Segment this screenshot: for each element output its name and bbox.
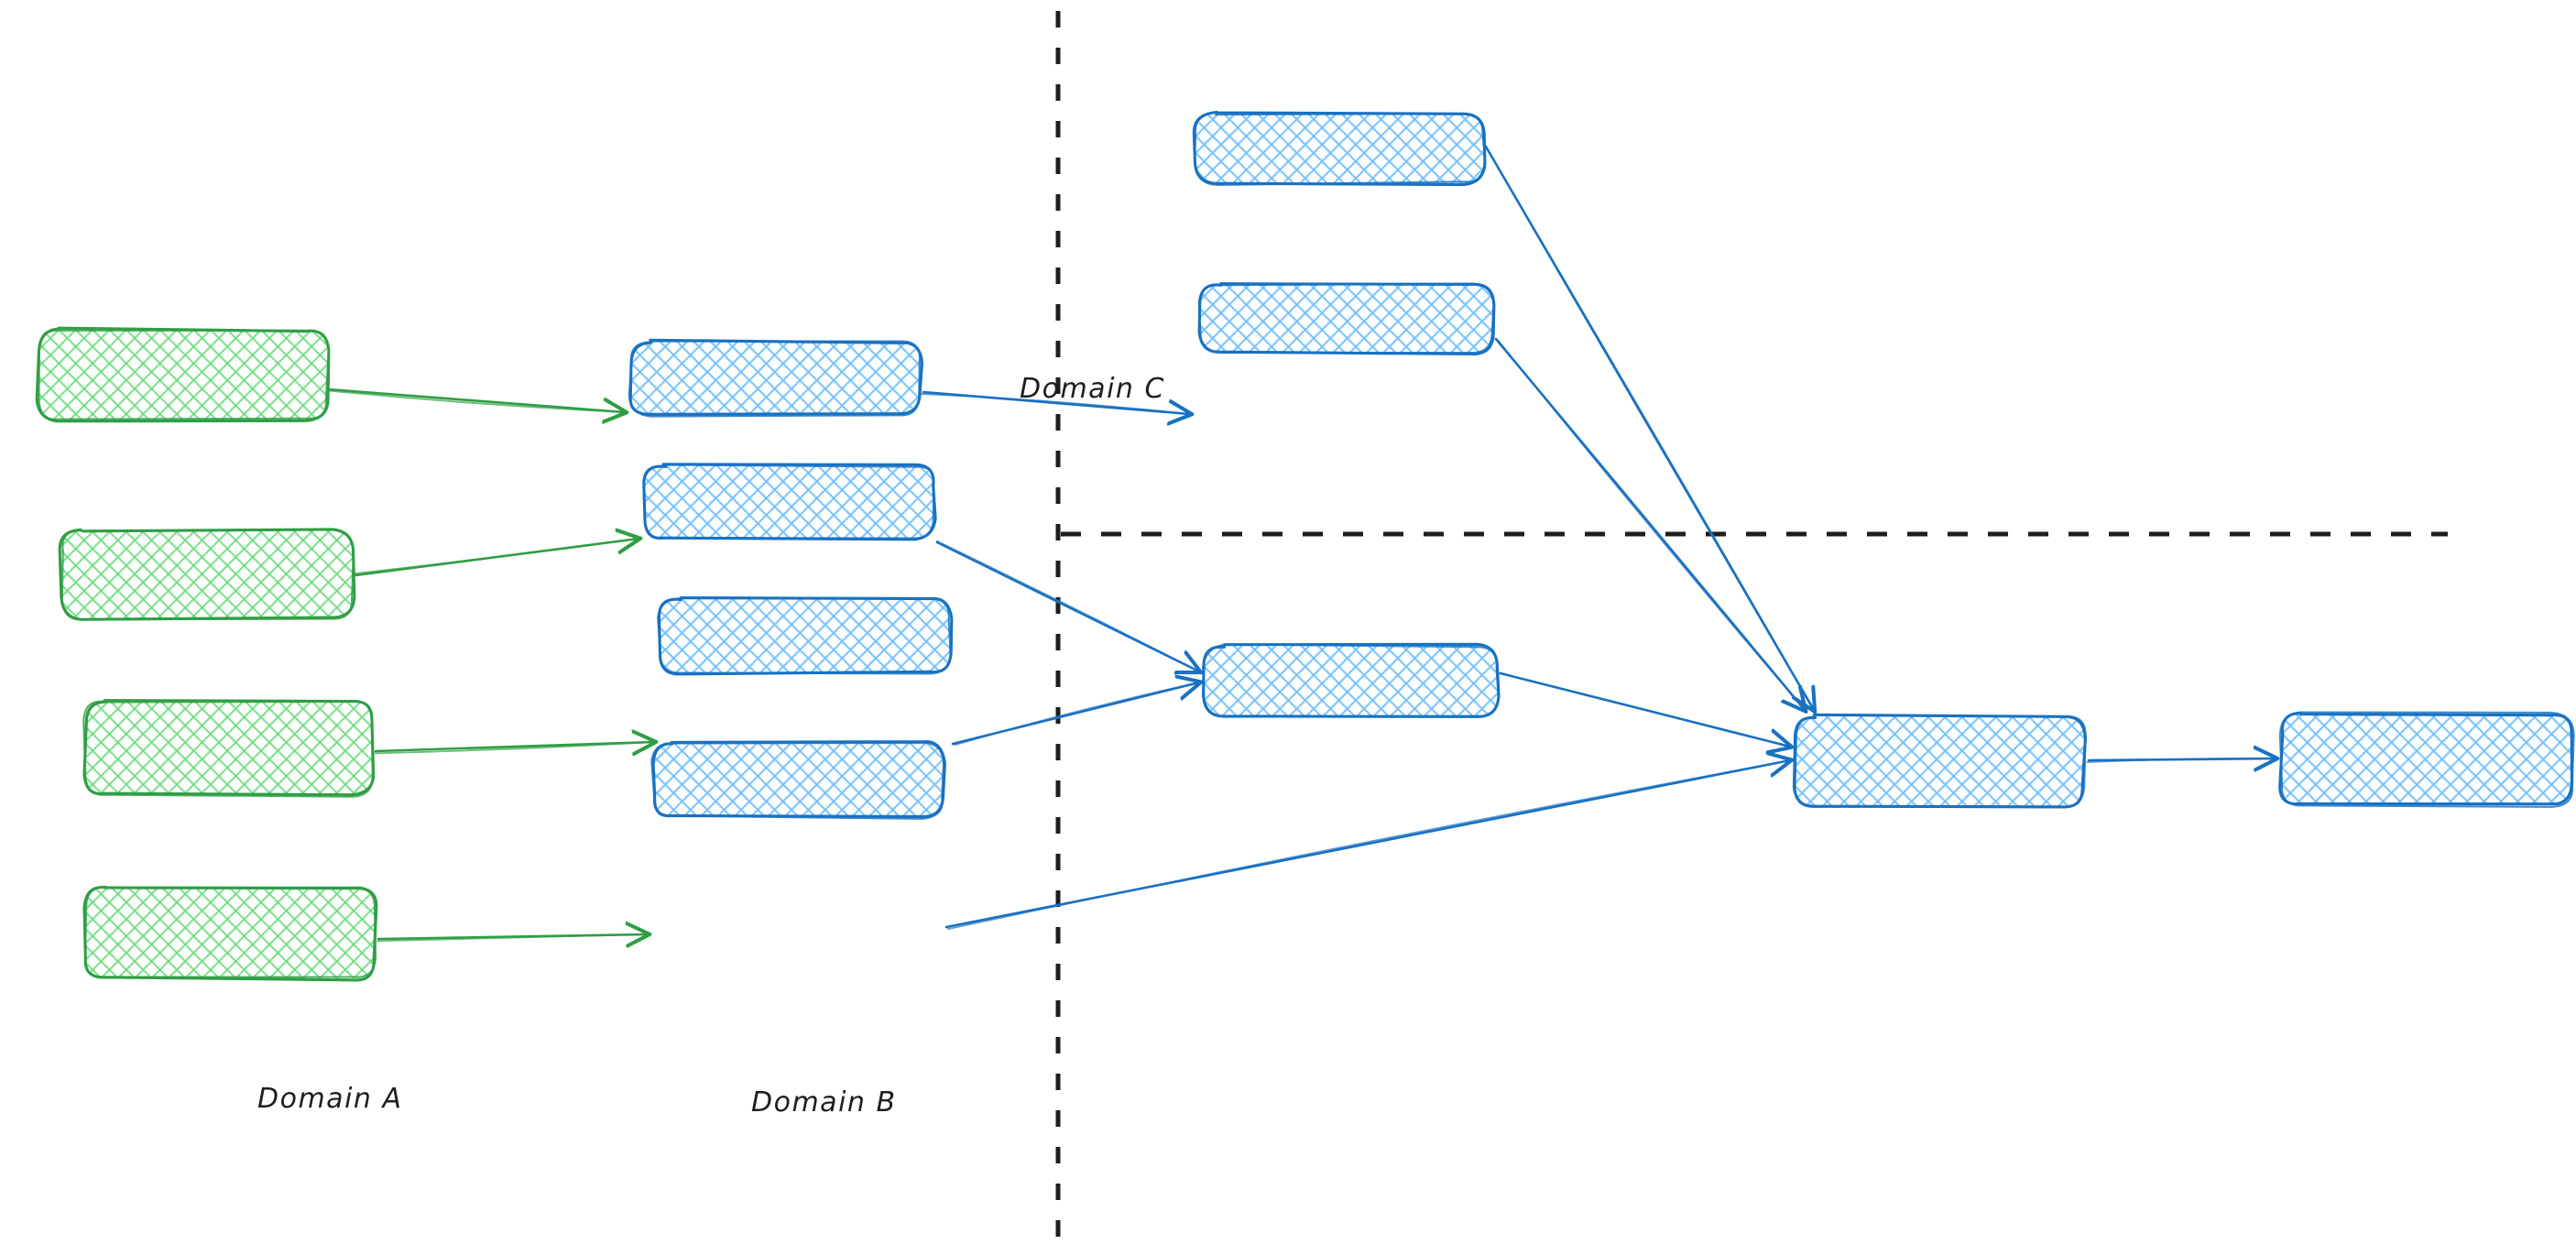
node-fill (653, 742, 944, 817)
node-fill (2281, 714, 2572, 805)
node-outline (83, 885, 377, 978)
node-outline (1202, 643, 1500, 718)
node-outline (1197, 282, 1495, 355)
edge-arrow[interactable] (374, 741, 655, 755)
node-blue-box[interactable] (1192, 110, 1487, 187)
node-fill (85, 701, 372, 795)
node-green-box[interactable] (82, 885, 378, 982)
node-green-box[interactable] (82, 699, 376, 798)
edge-line (326, 387, 625, 412)
node-outline (642, 464, 935, 540)
domain-label-b: Domain B (751, 1086, 897, 1119)
node-outline (2278, 711, 2575, 808)
node-outline (650, 741, 944, 820)
node-fill (1200, 284, 1493, 354)
edge-line (935, 540, 1200, 672)
node-blue-box[interactable] (1792, 713, 2087, 809)
edge-line (374, 742, 654, 751)
domain-label-c: Domain C (1020, 373, 1165, 405)
edge-line (954, 682, 1200, 747)
edge-line (920, 393, 1191, 415)
edge-arrow[interactable] (935, 540, 1200, 672)
node-outline (628, 340, 922, 418)
edge-arrow[interactable] (951, 682, 1200, 747)
node-blue-box[interactable] (1202, 642, 1501, 718)
node-outline (1794, 714, 2087, 809)
edge-line (1483, 144, 1815, 711)
node-blue-box[interactable] (650, 740, 946, 820)
node-fill (660, 598, 950, 673)
edge-line (354, 538, 639, 574)
edge-arrow[interactable] (944, 759, 1791, 931)
node-outline (1194, 111, 1487, 186)
node-blue-box[interactable] (628, 338, 924, 418)
node-green-box[interactable] (58, 528, 356, 621)
node-fill (1195, 114, 1484, 183)
node-blue-box[interactable] (657, 596, 954, 676)
node-fill (85, 887, 376, 978)
edge-arrow[interactable] (1498, 671, 1791, 748)
edge-arrow[interactable] (325, 387, 626, 413)
edge-line (946, 759, 1791, 931)
node-outline (60, 528, 355, 621)
nodes-layer (35, 110, 2575, 982)
node-outline (82, 700, 374, 798)
edge-arrow[interactable] (1494, 337, 1806, 711)
node-fill (630, 342, 921, 415)
edge-arrow[interactable] (2086, 758, 2276, 763)
edge-arrow[interactable] (1483, 144, 1815, 711)
edge-line (374, 741, 655, 755)
node-fill (38, 330, 327, 420)
node-outline (38, 329, 330, 420)
node-fill (644, 465, 934, 539)
domain-dividers (1055, 11, 2448, 1244)
edge-line (325, 389, 626, 413)
edge-line (2086, 758, 2276, 763)
node-green-box[interactable] (35, 326, 331, 423)
node-outline (657, 596, 952, 675)
node-blue-box[interactable] (1197, 282, 1496, 356)
node-fill (1205, 646, 1498, 717)
edge-arrow[interactable] (920, 390, 1191, 415)
node-fill (61, 529, 353, 618)
edge-line (1496, 339, 1806, 711)
edge-arrow[interactable] (354, 538, 639, 577)
node-outline (82, 886, 378, 982)
domain-label-a: Domain A (257, 1083, 403, 1115)
node-blue-box[interactable] (642, 463, 937, 541)
edge-line (1498, 672, 1791, 748)
edge-arrow[interactable] (377, 934, 648, 941)
edges-layer (325, 144, 2276, 941)
node-outline (2278, 711, 2574, 806)
edge-line (377, 933, 649, 943)
node-blue-box[interactable] (2278, 711, 2575, 808)
node-fill (1796, 716, 2084, 808)
